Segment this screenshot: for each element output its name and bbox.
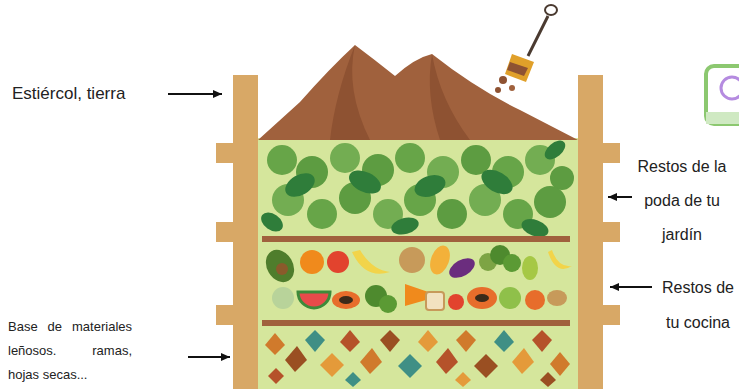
dry-leaves (265, 330, 570, 387)
kitchen-scraps (448, 294, 464, 310)
shovel (495, 5, 557, 93)
kitchen-scraps (339, 296, 353, 304)
layer-label: Estiércol, tierra (12, 84, 166, 104)
dry-leaves (380, 330, 400, 352)
wooden-frame (216, 75, 620, 389)
garden-prunings (395, 143, 425, 173)
garden-prunings (258, 137, 574, 240)
kitchen-scraps (547, 290, 567, 306)
book-icon (721, 77, 739, 99)
garden-prunings (541, 137, 568, 163)
shovel (509, 85, 515, 91)
kitchen-scraps (332, 291, 360, 309)
shovel (505, 54, 534, 82)
dry-leaves (436, 348, 458, 374)
kitchen-scraps (260, 243, 572, 313)
leader-arrow (188, 356, 230, 358)
layer-label: Restos de la poda de tu jardín (630, 150, 734, 252)
soil-mound (430, 54, 470, 140)
garden-prunings (345, 166, 384, 198)
wooden-frame (603, 222, 620, 242)
wooden-frame (603, 143, 620, 163)
garden-prunings (550, 166, 574, 190)
shovel (495, 87, 501, 93)
garden-prunings (307, 199, 337, 229)
dry-leaves (455, 372, 471, 387)
book-icon (706, 66, 739, 124)
dry-leaves (268, 368, 284, 384)
kitchen-scraps (467, 287, 497, 309)
kitchen-scraps (327, 251, 349, 273)
dry-leaves (398, 354, 422, 378)
soil-mound (330, 45, 370, 140)
garden-prunings (267, 145, 297, 175)
dry-leaves (265, 333, 285, 355)
shovel (545, 5, 557, 15)
leader-arrow (610, 286, 652, 288)
garden-prunings (477, 165, 516, 199)
kitchen-scraps (260, 245, 300, 287)
leader-arrow (608, 196, 632, 198)
dry-leaves (320, 353, 344, 377)
garden-prunings (389, 215, 420, 238)
layer-divider (262, 236, 570, 242)
book-icon (706, 112, 739, 124)
kitchen-scraps (426, 292, 444, 310)
layer-label: Base de materiales leñosos. ramas, hojas… (8, 315, 132, 387)
bin-interior (258, 138, 578, 389)
layer-label: Restos de tu cocina (660, 270, 736, 340)
dry-leaves (474, 354, 498, 378)
wooden-frame (233, 75, 258, 389)
kitchen-scraps (276, 263, 288, 275)
leader-arrow (168, 93, 222, 95)
leader-arrow (168, 94, 652, 357)
shovel (507, 62, 528, 76)
kitchen-scraps (298, 292, 330, 308)
kitchen-scraps (548, 250, 572, 269)
layer-divider (262, 320, 570, 326)
wooden-frame (578, 75, 603, 389)
layer-divider (262, 236, 570, 326)
garden-prunings (437, 199, 467, 229)
dry-leaves (305, 330, 325, 352)
soil-mound (258, 45, 578, 140)
wooden-frame (216, 143, 233, 163)
kitchen-scraps (503, 254, 521, 272)
kitchen-scraps (272, 287, 294, 309)
garden-prunings (534, 186, 566, 218)
garden-prunings (330, 143, 360, 173)
soil-mound (258, 45, 578, 140)
wooden-frame (216, 305, 233, 325)
wooden-frame (216, 222, 233, 242)
dry-leaves (345, 372, 361, 387)
wooden-frame (603, 305, 620, 325)
kitchen-scraps (522, 256, 538, 280)
book-icon (706, 66, 739, 124)
kitchen-scraps (475, 294, 489, 302)
dry-leaves (550, 352, 570, 376)
kitchen-scraps (352, 250, 390, 274)
dry-leaves (360, 348, 382, 374)
kitchen-scraps (379, 295, 397, 313)
dry-leaves (512, 348, 534, 374)
garden-prunings (281, 168, 319, 201)
shovel (499, 76, 507, 84)
dry-leaves (418, 330, 438, 352)
garden-prunings (258, 209, 287, 236)
bin-interior (258, 138, 578, 389)
shovel (528, 16, 548, 56)
garden-prunings (412, 171, 449, 201)
dry-leaves (285, 346, 307, 372)
kitchen-scraps (399, 247, 425, 273)
dry-leaves (494, 330, 514, 352)
kitchen-scraps (300, 250, 324, 274)
dry-leaves (532, 330, 552, 352)
kitchen-scraps (446, 254, 478, 282)
kitchen-scraps (525, 290, 545, 310)
kitchen-scraps (499, 287, 521, 309)
dry-leaves (456, 330, 476, 352)
dry-leaves (340, 330, 360, 352)
dry-leaves (540, 372, 556, 387)
